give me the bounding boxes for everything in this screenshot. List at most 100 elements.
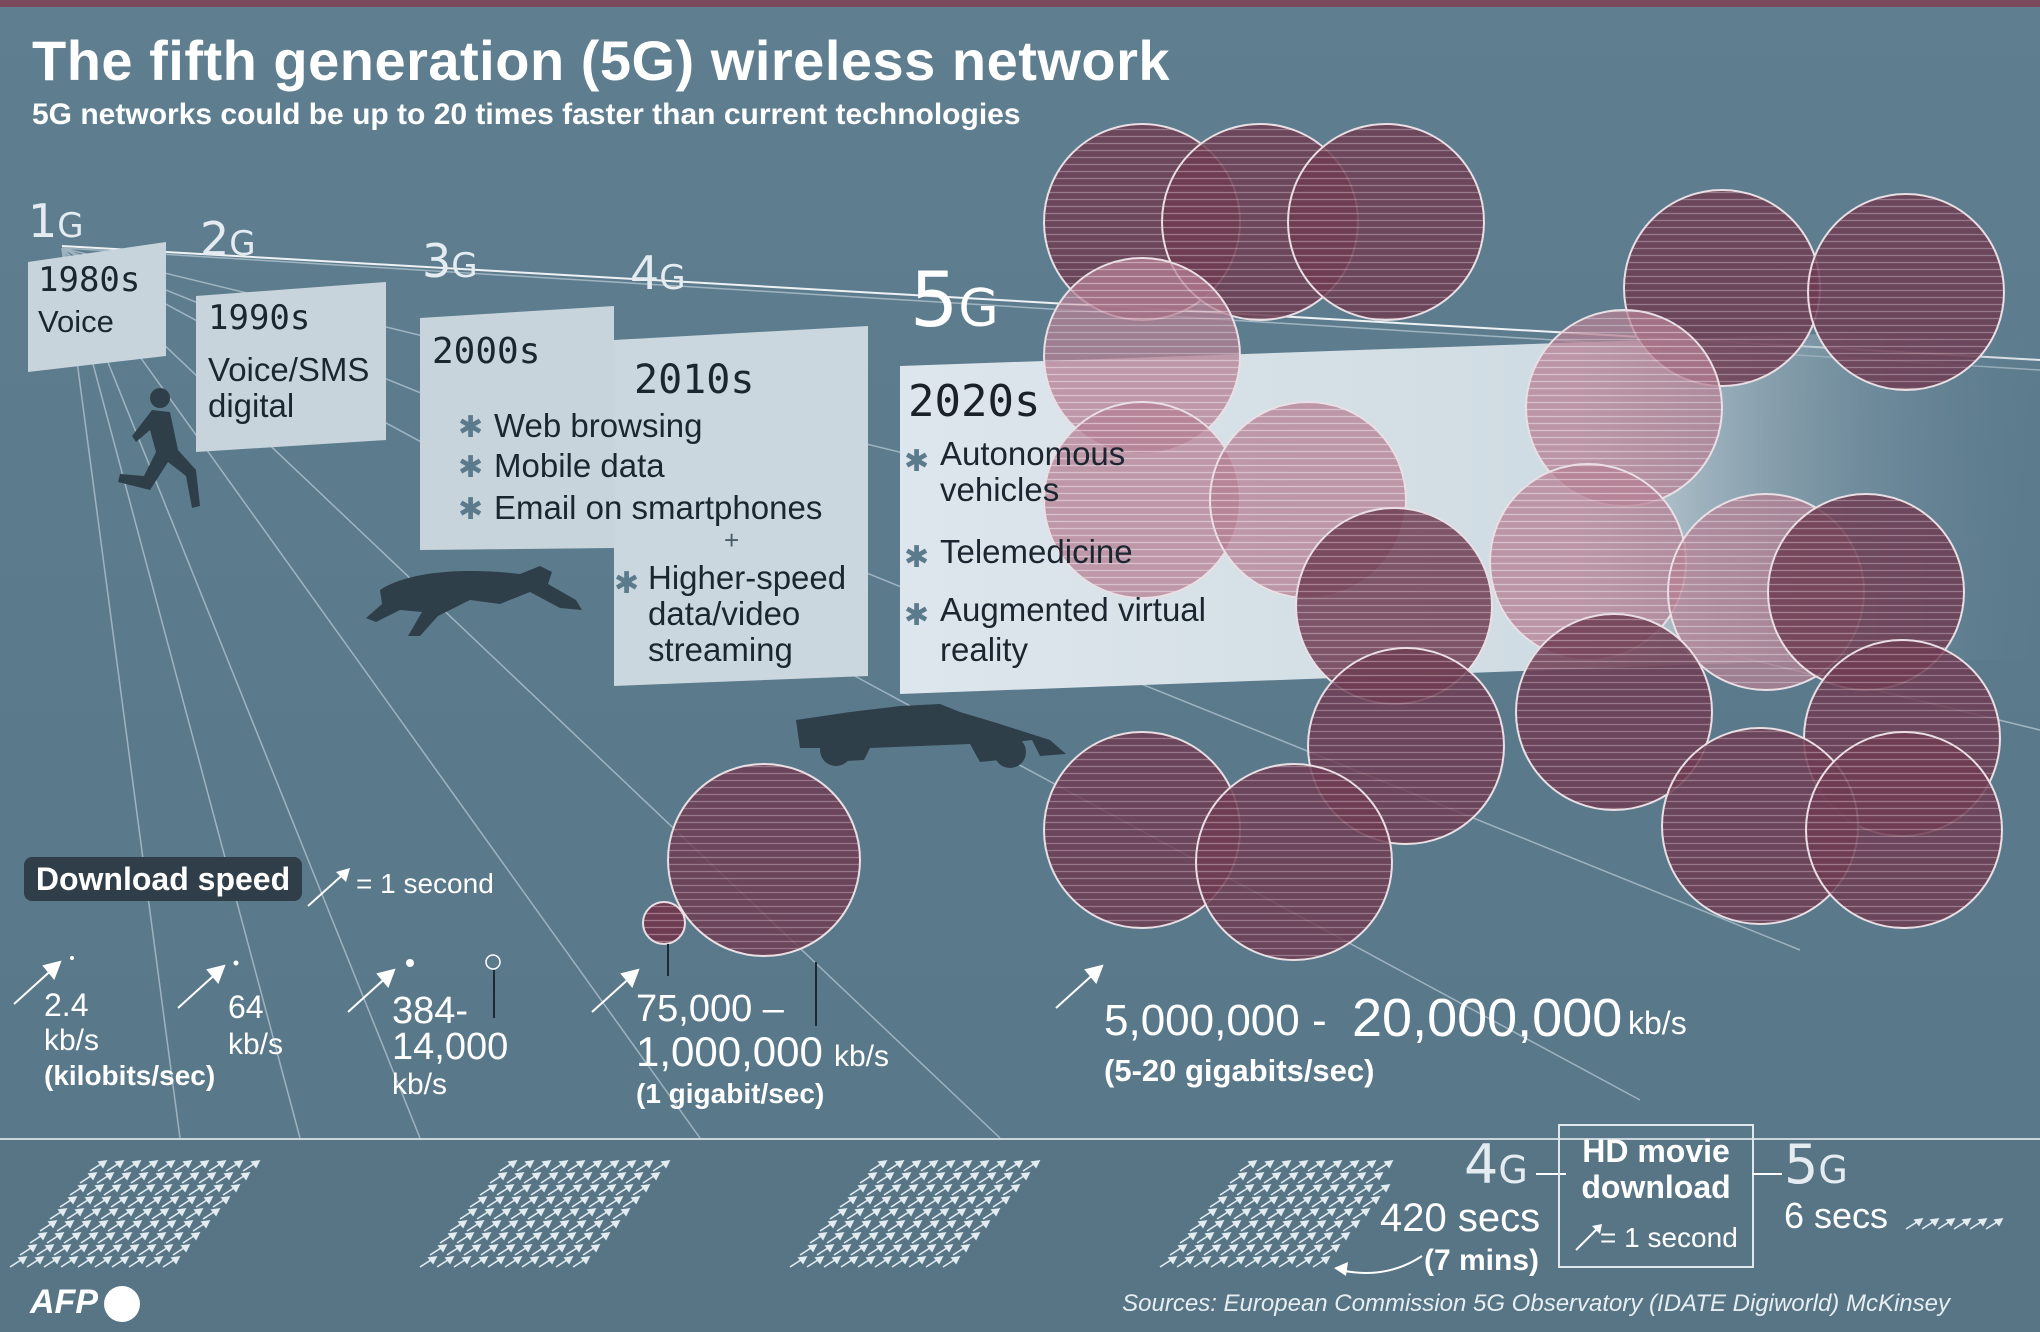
arrow-icon <box>1269 1255 1280 1265</box>
arrow-icon <box>427 1255 438 1265</box>
speed-3g-unit: kb/s <box>392 1068 448 1101</box>
arrow-icon <box>566 1231 577 1241</box>
hd-4g-mins: (7 mins) <box>1424 1244 1540 1277</box>
circle-5g <box>1807 193 2005 391</box>
arrow-icon <box>114 1159 125 1169</box>
arrow-icon <box>1000 1195 1011 1205</box>
arrow-icon <box>213 1183 224 1193</box>
arrow-icon <box>817 1231 828 1241</box>
use-streaming: streaming <box>648 631 793 668</box>
arrow-icon <box>1329 1183 1340 1193</box>
arrow-icon <box>626 1159 637 1169</box>
arrow-icon <box>1340 1231 1351 1241</box>
arrow-icon <box>1961 1217 1972 1227</box>
arrow-icon <box>908 1183 919 1193</box>
arrow-icon <box>102 1255 113 1265</box>
arrow-icon <box>515 1231 526 1241</box>
arrow-icon <box>81 1219 92 1229</box>
speed-2g-value: 64 <box>228 989 264 1025</box>
arrow-icon <box>170 1255 181 1265</box>
arrow-icon <box>119 1255 130 1265</box>
use-voice-sms: Voice/SMS <box>208 351 370 388</box>
arrow-icon <box>851 1231 862 1241</box>
arrow-icon <box>956 1207 967 1217</box>
arrow-icon <box>508 1219 519 1229</box>
arrow-icon <box>159 1207 170 1217</box>
arrow-icon <box>220 1195 231 1205</box>
arrow-icon <box>478 1255 489 1265</box>
arrow-icon <box>542 1219 553 1229</box>
panel-4g <box>614 326 868 686</box>
star-icon: ✱ <box>904 445 930 478</box>
speed-4g-note: (1 gigabit/sec) <box>636 1078 825 1109</box>
arrow-icon <box>1228 1243 1239 1253</box>
arrow-icon <box>922 1207 933 1217</box>
arrow-icon <box>606 1183 617 1193</box>
arrow-icon <box>918 1171 929 1181</box>
arrow-icon <box>582 1171 593 1181</box>
arrow-icon <box>979 1159 990 1169</box>
arrow-icon <box>549 1231 560 1241</box>
arrow-icon <box>17 1255 28 1265</box>
hd-5g-secs: 6 secs <box>1784 1195 1889 1236</box>
arrow-icon <box>932 1195 943 1205</box>
arrow-icon <box>933 1255 944 1265</box>
use-telemedicine: Telemedicine <box>940 533 1133 570</box>
arrow-icon <box>901 1171 912 1181</box>
arrow-icon <box>148 1159 159 1169</box>
use-web-browsing: Web browsing <box>494 407 703 444</box>
speed-4g-unit: kb/s <box>834 1040 890 1073</box>
arrow-icon <box>461 1255 472 1265</box>
arrow-icon <box>1332 1159 1343 1169</box>
arrow-icon <box>1295 1183 1306 1193</box>
arrow-icon <box>437 1243 448 1253</box>
arrow-icon <box>580 1255 591 1265</box>
arrow-icon <box>128 1183 139 1193</box>
arrow-icon <box>1237 1171 1248 1181</box>
arrow-icon <box>118 1195 129 1205</box>
arrow-icon <box>444 1255 455 1265</box>
arrow-icon <box>969 1171 980 1181</box>
arrow-icon <box>223 1171 234 1181</box>
arrow-icon <box>1268 1195 1279 1205</box>
circle-5g <box>1195 763 1393 961</box>
arrow-icon <box>1279 1243 1290 1253</box>
decade-2020s: 2020s <box>908 376 1041 427</box>
arrow-icon <box>149 1219 160 1229</box>
arrow-icon <box>609 1159 620 1169</box>
arrow-icon <box>501 1207 512 1217</box>
arrow-icon <box>529 1255 540 1265</box>
arrow-icon <box>892 1243 903 1253</box>
arrow-icon <box>875 1243 886 1253</box>
arrow-icon <box>216 1159 227 1169</box>
arrow-icon <box>1281 1159 1292 1169</box>
arrow-icon <box>848 1255 859 1265</box>
arrow-icon <box>307 868 350 907</box>
panel-2g <box>196 282 386 452</box>
arrow-icon <box>1323 1231 1334 1241</box>
hd-4g-label: 4G <box>1464 1133 1528 1196</box>
arrow-icon <box>1248 1219 1259 1229</box>
arrow-icon <box>841 1243 852 1253</box>
dot-3g-lower <box>406 959 414 967</box>
arrow-icon <box>572 1183 583 1193</box>
arrow-icon <box>891 1183 902 1193</box>
arrow-icon <box>877 1159 888 1169</box>
arrow-icon <box>552 1207 563 1217</box>
arrow-icon <box>616 1171 627 1181</box>
arrow-icon <box>1306 1231 1317 1241</box>
arrow-icon <box>84 1195 95 1205</box>
arrow-icon <box>98 1219 109 1229</box>
arrow-icon <box>1353 1195 1364 1205</box>
arrow-icon <box>1383 1159 1394 1169</box>
arrow-icon <box>122 1231 133 1241</box>
arrow-icon <box>953 1231 964 1241</box>
arrow-icon <box>474 1219 485 1229</box>
arrow-icon <box>1322 1171 1333 1181</box>
arrow-icon <box>1252 1255 1263 1265</box>
panel-1g <box>28 242 166 372</box>
arrow-icon <box>1271 1171 1282 1181</box>
band-divider <box>0 1138 2040 1140</box>
arrow-icon <box>1261 1183 1272 1193</box>
star-icon: ✱ <box>458 411 484 444</box>
